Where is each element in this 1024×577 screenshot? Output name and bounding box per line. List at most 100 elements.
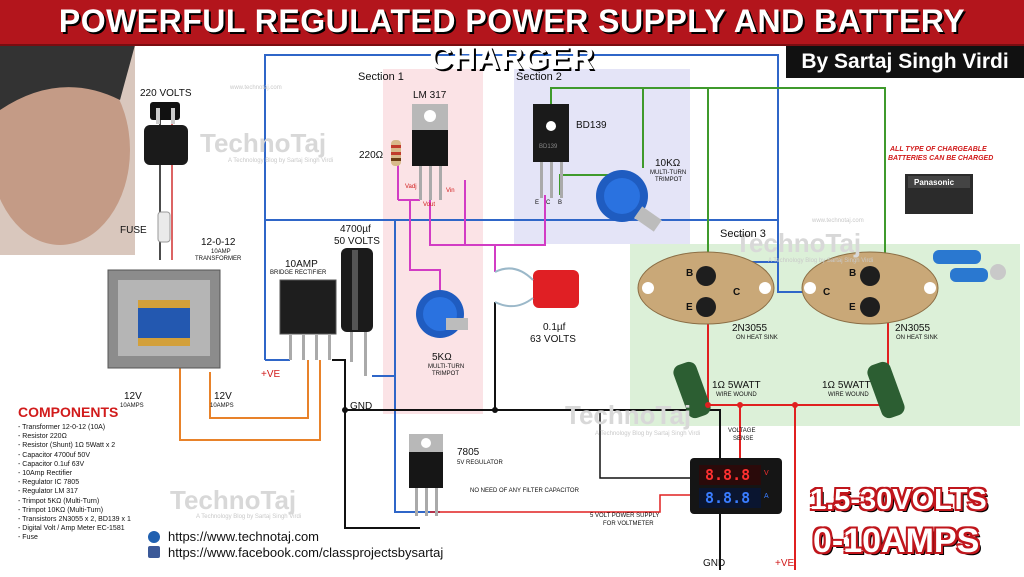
cap-small-volts: 63 VOLTS (530, 334, 576, 345)
watermark-brand: TechnoTaj (735, 228, 862, 258)
wire-black-meter (599, 410, 690, 479)
voltage-sense-2: SENSE (733, 436, 754, 442)
q2-pin-b: B (849, 268, 857, 279)
wire-magenta-trim5k (409, 200, 441, 290)
q1-pin-e: E (686, 302, 693, 313)
voltage-sense-1: VOLTAGE (728, 428, 756, 434)
watermark-site: www.technotaj.com (812, 218, 864, 224)
title-bar (0, 0, 1024, 46)
component-item: - Capacitor 0.1uf 63V (18, 460, 85, 468)
fuse (157, 211, 171, 243)
component-item: - Digital Volt / Amp Meter EC-1581 (18, 525, 125, 533)
q1-label: 2N3055 (732, 323, 768, 334)
supply-5v-line1: 5 VOLT POWER SUPPLY (590, 513, 660, 519)
secondary-right-voltage: 12V (214, 391, 232, 402)
wire-black-gnd-bus (345, 409, 721, 478)
watermark-tagline: A Technology Blog by Sartaj Singh Virdi (595, 431, 701, 437)
wire-red-5v (430, 494, 690, 513)
capacitor-0.1uf (494, 267, 579, 308)
watermark-brand: TechnoTaj (170, 485, 297, 515)
junction-dot (342, 407, 348, 413)
wire-blue-top (264, 54, 779, 360)
r220-label: 220Ω (359, 150, 384, 161)
res1-type: WIRE WOUND (716, 392, 757, 398)
component-item: - Regulator IC 7805 (18, 479, 80, 487)
wire-orange-sec1 (179, 360, 321, 441)
trim10k-value: 10KΩ (655, 158, 681, 169)
secondary-left-current: 10AMPS (120, 403, 144, 409)
transistor-2n3055-right (801, 251, 939, 325)
transformer-voltage: 12-0-12 (201, 237, 236, 248)
mains-label: 220 VOLTS (140, 88, 192, 99)
facebook-icon (148, 546, 160, 558)
trimpot-10k (596, 170, 662, 232)
trimpot-5k (416, 290, 468, 338)
q1-pin-b: B (686, 268, 694, 279)
spec-current: 0-10AMPS (813, 522, 980, 560)
author-badge: By Sartaj Singh Virdi (786, 46, 1024, 78)
trim10k-name: TRIMPOT (655, 177, 682, 183)
vadj-pin: Vadj (405, 184, 417, 190)
website-link[interactable]: https://www.technotaj.com (168, 529, 320, 544)
trim5k-value: 5KΩ (432, 352, 452, 363)
q2-pin-c: C (823, 287, 831, 298)
resistor-1ohm-right (867, 361, 905, 419)
lm317-label: LM 317 (413, 90, 447, 101)
component-item: - Capacitor 4700uf 50V (18, 451, 90, 459)
cap-big-value: 4700µf (340, 224, 371, 235)
battery-brand: Panasonic (914, 178, 955, 187)
component-item: - Trimpot 10KΩ (Multi-Turn) (18, 506, 104, 514)
globe-icon (148, 531, 160, 543)
wire-black-gnd (332, 359, 420, 529)
res2-type: WIRE WOUND (828, 392, 869, 398)
meter-voltage-unit: V (764, 470, 769, 477)
batteries-note-1: ALL TYPE OF CHARGEABLE (890, 146, 987, 153)
bd139-label: BD139 (576, 120, 607, 131)
bd139-pin-c: C (546, 200, 551, 206)
no-filter-note: NO NEED OF ANY FILTER CAPACITOR (470, 488, 579, 494)
cap-big-volts: 50 VOLTS (334, 236, 380, 247)
facebook-link[interactable]: https://www.facebook.com/classprojectsby… (168, 545, 444, 560)
spec-voltage: 1.5-30VOLTS (810, 484, 987, 516)
q2-mount: ON HEAT SINK (896, 335, 938, 341)
mains-plug (144, 102, 188, 165)
author-turban (0, 45, 135, 110)
regulator-7805 (409, 434, 443, 516)
section1-label: Section 1 (358, 71, 404, 83)
watermark-tagline: A Technology Blog by Sartaj Singh Virdi (768, 258, 874, 264)
resistor-1ohm-left (673, 361, 711, 419)
vin-pin: Vin (446, 188, 455, 194)
fuse-label: FUSE (120, 225, 147, 236)
cap-small-value: 0.1µf (543, 322, 566, 333)
transformer-rating: 10AMP (211, 249, 231, 255)
bridge-rectifier (279, 279, 337, 360)
component-item: - Trimpot 5KΩ (Multi-Turn) (18, 497, 100, 505)
secondary-right-current: 10AMPS (210, 403, 234, 409)
bd139-pin-e: E (535, 200, 540, 206)
section2-label: Section 2 (516, 71, 562, 83)
bd139-transistor (533, 104, 569, 198)
supply-5v-line2: FOR VOLTMETER (603, 521, 654, 527)
component-item: - Fuse (18, 534, 38, 542)
watermark-site: www.technotaj.com (230, 85, 282, 91)
rectifier-rating: 10AMP (285, 259, 318, 270)
meter-voltage-readout: 8.8.8 (705, 466, 751, 484)
plus-ve-left: +VE (261, 369, 281, 380)
q2-pin-e: E (849, 302, 856, 313)
author-face (0, 55, 130, 245)
q1-pin-c: C (733, 287, 741, 298)
junction-dot (705, 402, 711, 408)
component-item: - Transformer 12-0-12 (10A) (18, 424, 106, 431)
page-title: POWERFUL REGULATED POWER SUPPLY AND BATT… (58, 3, 966, 76)
wire-green-base2 (708, 87, 886, 272)
res1-value: 1Ω 5WATT (712, 380, 761, 391)
watermark-brand: TechnoTaj (565, 400, 692, 430)
component-item: - Transistors 2N3055 x 2, BD139 x 1 (18, 516, 131, 524)
secondary-left-voltage: 12V (124, 391, 142, 402)
bd139-pin-b: B (558, 200, 563, 206)
batteries-note-2: BATTERIES CAN BE CHARGED (888, 155, 994, 162)
reg7805-desc: 5V REGULATOR (457, 460, 503, 466)
trim5k-type: MULTI-TURN (428, 364, 465, 370)
watermark-brand: TechnoTaj (200, 128, 327, 158)
q2-label: 2N3055 (895, 323, 931, 334)
